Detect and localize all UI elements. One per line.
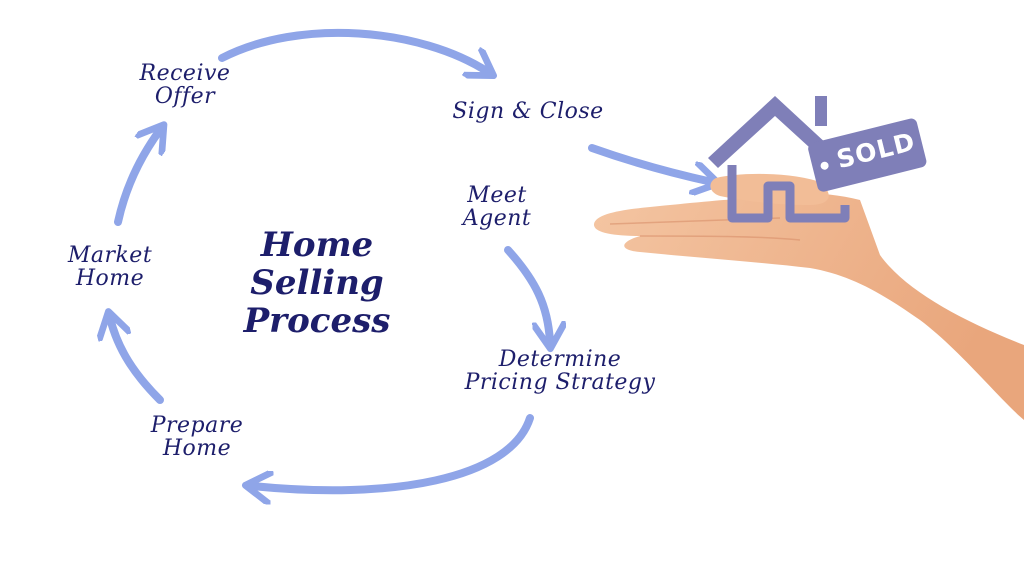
title-line-2: Selling bbox=[250, 263, 384, 304]
step-label-line: Determine bbox=[498, 347, 622, 372]
arrow-market-to-receive bbox=[114, 130, 160, 226]
arrow-prepare-to-market bbox=[110, 318, 164, 404]
step-label-line: Meet bbox=[467, 183, 527, 208]
step-market-home: Market Home bbox=[40, 244, 180, 290]
step-sign-close: Sign & Close bbox=[428, 100, 628, 123]
arrow-pricing-to-prepare bbox=[252, 414, 534, 490]
arrow-sign-to-house bbox=[588, 144, 712, 182]
title-line-3: Process bbox=[243, 301, 391, 342]
title-line-1: Home bbox=[260, 225, 374, 265]
step-label-line: Receive bbox=[139, 61, 231, 86]
step-determine-pricing: Determine Pricing Strategy bbox=[430, 348, 690, 394]
arrow-meet-to-pricing bbox=[504, 246, 550, 342]
diagram-title: Home Selling Process bbox=[222, 226, 412, 340]
step-label-line: Prepare bbox=[150, 413, 244, 438]
arrow-receive-to-sign bbox=[218, 28, 488, 72]
step-label-line: Home bbox=[162, 436, 232, 462]
step-receive-offer: Receive Offer bbox=[110, 62, 260, 108]
step-prepare-home: Prepare Home bbox=[122, 414, 272, 460]
step-label-line: Market bbox=[67, 243, 153, 268]
step-label-line: Offer bbox=[154, 84, 216, 110]
step-meet-agent: Meet Agent bbox=[432, 184, 562, 230]
step-label-line: Sign & Close bbox=[452, 99, 604, 124]
step-label-line: Agent bbox=[462, 206, 532, 232]
step-label-line: Home bbox=[75, 266, 145, 292]
sold-sign bbox=[808, 118, 927, 192]
step-label-line: Pricing Strategy bbox=[464, 370, 656, 396]
